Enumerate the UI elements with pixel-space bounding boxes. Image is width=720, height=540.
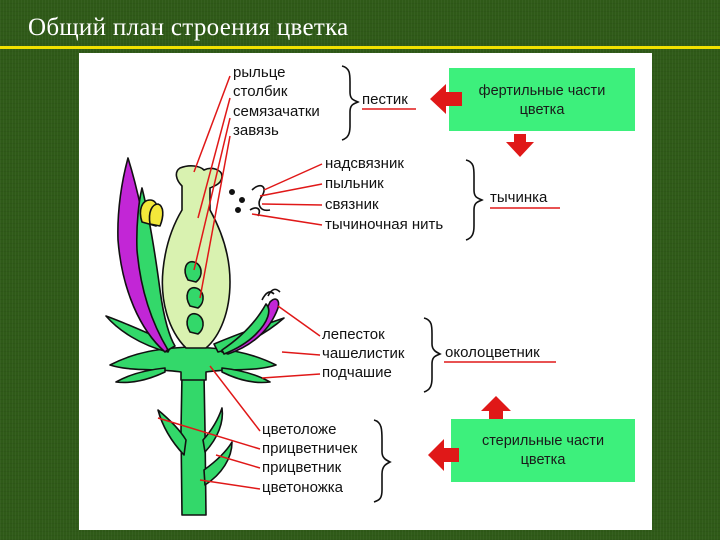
label-petal: лепесток <box>322 326 385 343</box>
pointer-lines <box>157 75 323 490</box>
ovule-1 <box>184 260 202 283</box>
sterile-box-line1: стерильные части <box>482 433 604 449</box>
flower-illustration <box>105 157 285 516</box>
epicalyx-left <box>115 367 166 384</box>
label-ovary: завязь <box>233 122 279 139</box>
label-bract: прицветник <box>262 459 342 476</box>
ovary <box>161 165 231 349</box>
fertile-parts-box <box>449 68 635 131</box>
bracteole-right <box>202 407 224 453</box>
title-underline <box>0 46 720 49</box>
slide-title: Общий план строения цветка <box>28 14 349 41</box>
bracteole-left <box>157 409 187 456</box>
group-underlines <box>362 108 560 363</box>
ovule-3 <box>186 312 204 335</box>
arrow-left-top-icon <box>430 84 462 114</box>
label-anther: пыльник <box>325 175 384 192</box>
sterile-box-line2: цветка <box>521 452 567 468</box>
pollen-dot-2 <box>239 197 246 204</box>
label-pedicel: цветоножка <box>262 479 344 496</box>
red-arrows <box>428 84 534 471</box>
brace-perianth <box>423 317 442 393</box>
fertile-box-line1: фертильные части <box>479 83 606 99</box>
arrow-left-bottom-icon <box>428 439 459 471</box>
petal-left-inner <box>136 187 176 351</box>
label-connective: связник <box>325 196 379 213</box>
anther-2 <box>148 203 164 227</box>
label-receptacle: цветоложе <box>262 421 336 438</box>
arrow-down-icon <box>506 134 534 157</box>
label-bracteole: прицветничек <box>262 440 358 457</box>
label-stigma: рыльце <box>233 64 285 81</box>
petal-tip-sketch <box>261 288 281 301</box>
pollen-dot-3 <box>235 207 242 214</box>
ovule-2 <box>186 286 204 309</box>
petal-right-inner <box>221 303 270 355</box>
label-stamen: тычинка <box>490 189 548 206</box>
pollen-dot-1 <box>229 189 236 196</box>
label-perianth: околоцветник <box>445 344 540 361</box>
label-epicalyx: подчашие <box>322 364 392 381</box>
bract-leaf <box>203 441 233 486</box>
brace-stamen <box>465 159 484 241</box>
label-ovules: семязачатки <box>233 103 320 120</box>
braces <box>341 65 484 503</box>
fertile-box-line2: цветка <box>520 102 566 118</box>
label-pistil: пестик <box>362 91 408 108</box>
label-sepal: чашелистик <box>322 345 405 362</box>
brace-pistil <box>341 65 360 141</box>
epicalyx-right <box>221 367 271 384</box>
stamen-sketch <box>249 184 271 217</box>
arrow-up-icon <box>481 396 511 419</box>
label-style: столбик <box>233 83 288 100</box>
sterile-parts-box <box>451 419 635 482</box>
label-connective-tip: надсвязник <box>325 155 404 172</box>
label-filament: тычиночная нить <box>325 216 443 233</box>
brace-base <box>373 419 392 503</box>
